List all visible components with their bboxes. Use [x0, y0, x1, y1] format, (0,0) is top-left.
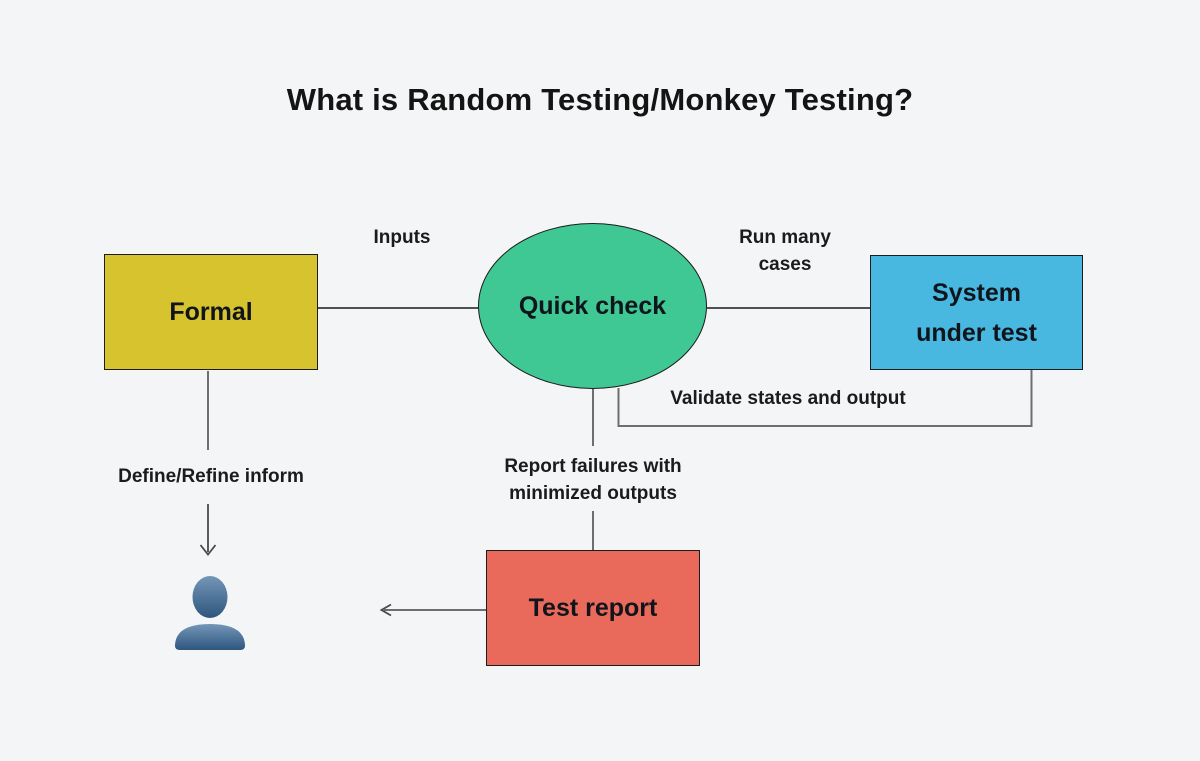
- node-quick-check: Quick check: [478, 223, 707, 389]
- edge-label-report-failures: Report failures with minimized outputs: [504, 456, 682, 504]
- edge-label-run-many-cases: Run many cases: [739, 227, 831, 275]
- user-head: [192, 576, 228, 618]
- node-test-report-label: Test report: [528, 593, 658, 622]
- arrow-down-icon: [199, 544, 217, 556]
- user-shoulders: [174, 624, 246, 650]
- node-test-report: Test report: [486, 550, 700, 666]
- edge-label-validate-states: Validate states and output: [670, 388, 906, 409]
- node-quick-check-label: Quick check: [518, 291, 667, 320]
- arrow-left-icon: [379, 603, 392, 617]
- user-silhouette-icon: [174, 576, 246, 650]
- node-system-under-test: System under test: [870, 255, 1083, 370]
- node-system-under-test-label: System under test: [916, 278, 1037, 347]
- edge-label-inputs: Inputs: [373, 227, 431, 248]
- node-formal: Formal: [104, 254, 318, 370]
- edge-label-define-refine: Define/Refine inform: [118, 466, 304, 487]
- node-formal-label: Formal: [169, 297, 253, 326]
- page-title: What is Random Testing/Monkey Testing?: [286, 82, 914, 117]
